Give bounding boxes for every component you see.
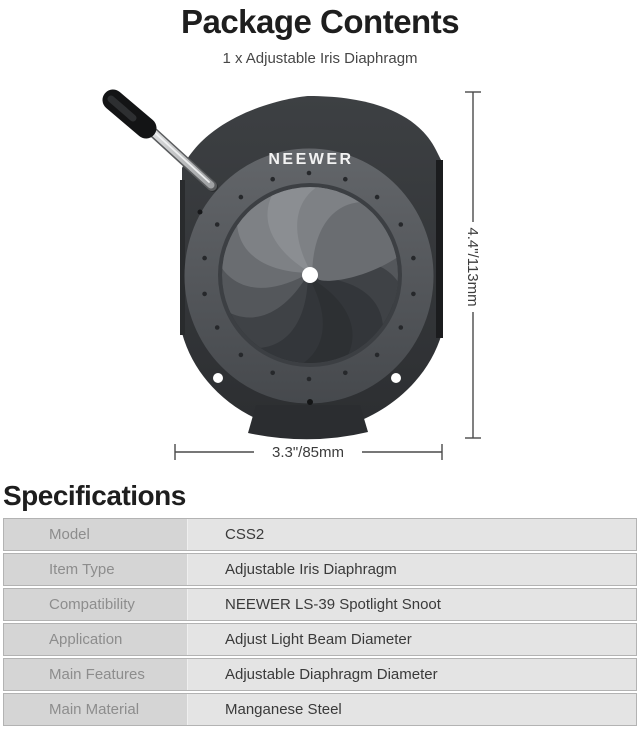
screw-ring	[202, 170, 416, 382]
table-row: Compatibility NEEWER LS-39 Spotlight Sno…	[3, 587, 637, 621]
spec-value: Manganese Steel	[188, 693, 636, 725]
product-figure: NEEWER 4.4"/113mm 3.3"/85mm	[0, 84, 640, 476]
iris-blades	[222, 186, 398, 363]
spec-label: Application	[4, 623, 188, 655]
height-dimension-line	[465, 91, 481, 439]
spec-value: Adjustable Diaphragm Diameter	[188, 658, 636, 690]
table-row: Application Adjust Light Beam Diameter	[3, 622, 637, 656]
width-dimension-line	[174, 443, 443, 460]
height-dimension-label: 4.4"/113mm	[464, 227, 481, 306]
spec-value: NEEWER LS-39 Spotlight Snoot	[188, 588, 636, 620]
right-edge-strip	[436, 159, 443, 338]
spec-value: CSS2	[188, 518, 636, 550]
specifications-table: Model CSS2 Item Type Adjustable Iris Dia…	[3, 517, 637, 726]
page-title: Package Contents	[180, 3, 460, 40]
table-row: Main Material Manganese Steel	[3, 692, 637, 726]
mounting-foot	[248, 404, 368, 440]
table-row: Main Features Adjustable Diaphragm Diame…	[3, 657, 637, 691]
plate-holes	[197, 209, 401, 405]
left-edge-strip	[180, 179, 185, 335]
table-row: Model CSS2	[3, 517, 637, 551]
iris-aperture-hole	[302, 266, 318, 283]
spec-label: Item Type	[4, 553, 188, 585]
spec-label: Main Material	[4, 693, 188, 725]
spec-value: Adjustable Iris Diaphragm	[188, 553, 636, 585]
adjustment-lever	[102, 89, 218, 192]
spec-label: Model	[4, 518, 188, 550]
table-row: Item Type Adjustable Iris Diaphragm	[3, 552, 637, 586]
specifications-heading: Specifications	[3, 479, 186, 511]
page-subtitle: 1 x Adjustable Iris Diaphragm	[222, 49, 418, 67]
brand-logo: NEEWER	[268, 151, 353, 168]
spec-label: Compatibility	[4, 588, 188, 620]
width-dimension-label: 3.3"/85mm	[272, 444, 344, 461]
spec-value: Adjust Light Beam Diameter	[188, 623, 636, 655]
spec-label: Main Features	[4, 658, 188, 690]
product-image: NEEWER 4.4"/113mm 3.3"/85mm	[102, 89, 481, 461]
